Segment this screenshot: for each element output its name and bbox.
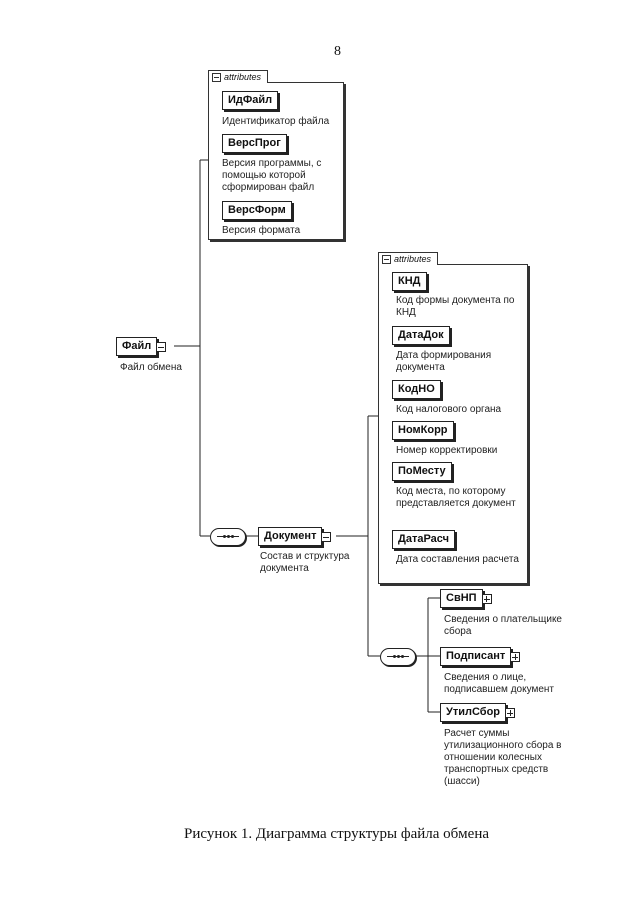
expand-icon[interactable] (481, 594, 492, 604)
sequence-compositor-icon[interactable] (210, 528, 246, 546)
child-node-label: УтилСбор (446, 706, 501, 718)
document-node-description: Состав и структура документа (260, 551, 350, 574)
attribute-description: Код формы документа по КНД (396, 295, 515, 318)
attribute-label: ИдФайл (228, 94, 273, 106)
child-node-description: Сведения о лице, подписавшем документ (444, 672, 555, 695)
attributes-tab[interactable]: attributes (208, 70, 269, 83)
collapse-icon[interactable] (321, 532, 332, 542)
attribute-description: Идентификатор файла (222, 116, 330, 127)
document-node-label: Документ (264, 530, 317, 542)
page-number: 8 (334, 44, 341, 59)
attribute-label: НомКорр (398, 424, 448, 436)
child-node-signer[interactable]: Подписант (440, 647, 521, 666)
sequence-compositor-icon[interactable] (380, 648, 416, 666)
attributes-tab-label: attributes (224, 72, 262, 82)
attributes-tab-label: attributes (394, 254, 432, 264)
attribute-node[interactable]: КодНО (392, 380, 441, 399)
attribute-node[interactable]: ВерсПрог (222, 134, 287, 153)
attribute-label: ВерсФорм (228, 204, 286, 216)
attribute-description: Код места, по которому представляется до… (396, 486, 516, 509)
attribute-label: КНД (398, 275, 421, 287)
root-node-file[interactable]: Файл (116, 337, 167, 356)
collapse-icon[interactable] (382, 254, 391, 264)
attribute-node[interactable]: КНД (392, 272, 427, 291)
expand-icon[interactable] (510, 652, 521, 662)
attribute-label: ДатаДок (398, 329, 444, 341)
attribute-node[interactable]: ДатаРасч (392, 530, 455, 549)
attribute-label: ВерсПрог (228, 137, 281, 149)
root-node-description: Файл обмена (120, 362, 182, 373)
attribute-description: Дата формирования документа (396, 350, 492, 373)
root-node-label: Файл (122, 340, 152, 352)
attribute-label: ДатаРасч (398, 533, 449, 545)
figure-caption: Рисунок 1. Диаграмма структуры файла обм… (184, 826, 490, 842)
attribute-label: КодНО (398, 383, 435, 395)
attributes-tab[interactable]: attributes (378, 252, 439, 265)
attribute-description: Код налогового органа (396, 404, 502, 415)
attribute-node[interactable]: ПоМесту (392, 462, 452, 481)
attribute-description: Версия программы, с помощью которой сфор… (222, 158, 322, 193)
document-node[interactable]: Документ (258, 527, 332, 546)
child-node-label: СвНП (446, 592, 477, 604)
attribute-description: Номер корректировки (396, 445, 498, 456)
attribute-node[interactable]: ИдФайл (222, 91, 279, 110)
attribute-node[interactable]: ДатаДок (392, 326, 450, 345)
attribute-label: ПоМесту (398, 465, 446, 477)
child-node-label: Подписант (446, 650, 506, 662)
child-node-description: Сведения о плательщике сбора (444, 614, 562, 637)
attribute-description: Версия формата (222, 225, 301, 236)
attribute-description: Дата составления расчета (396, 554, 519, 565)
expand-icon[interactable] (505, 708, 516, 718)
child-node-description: Расчет суммы утилизационного сбора в отн… (444, 728, 562, 787)
child-node-util-fee[interactable]: УтилСбор (440, 703, 516, 722)
collapse-icon[interactable] (156, 342, 167, 352)
attribute-node[interactable]: ВерсФорм (222, 201, 292, 220)
collapse-icon[interactable] (212, 72, 221, 82)
attribute-node[interactable]: НомКорр (392, 421, 454, 440)
child-node-svnp[interactable]: СвНП (440, 589, 492, 608)
